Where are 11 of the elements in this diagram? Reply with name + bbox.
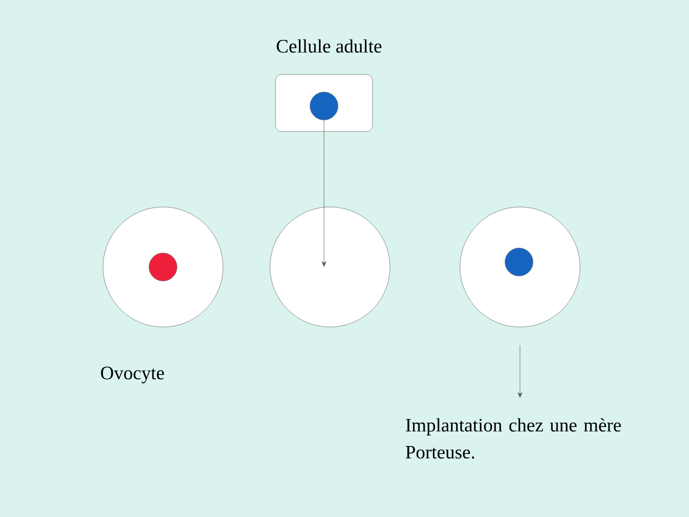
nucleus-circle [504,248,534,276]
arrow [518,345,522,398]
label-text: Cellule adulte [276,39,382,53]
cell-circle [460,206,580,328]
arrow [322,120,326,267]
caption-text: Implantation chez une mère Porteuse. [406,418,621,459]
nucleus-circle [148,252,178,282]
cell-circle [270,206,390,328]
label-text: Ovocyte [101,366,164,384]
nucleus-circle [310,92,338,120]
cell-circle [102,206,224,328]
